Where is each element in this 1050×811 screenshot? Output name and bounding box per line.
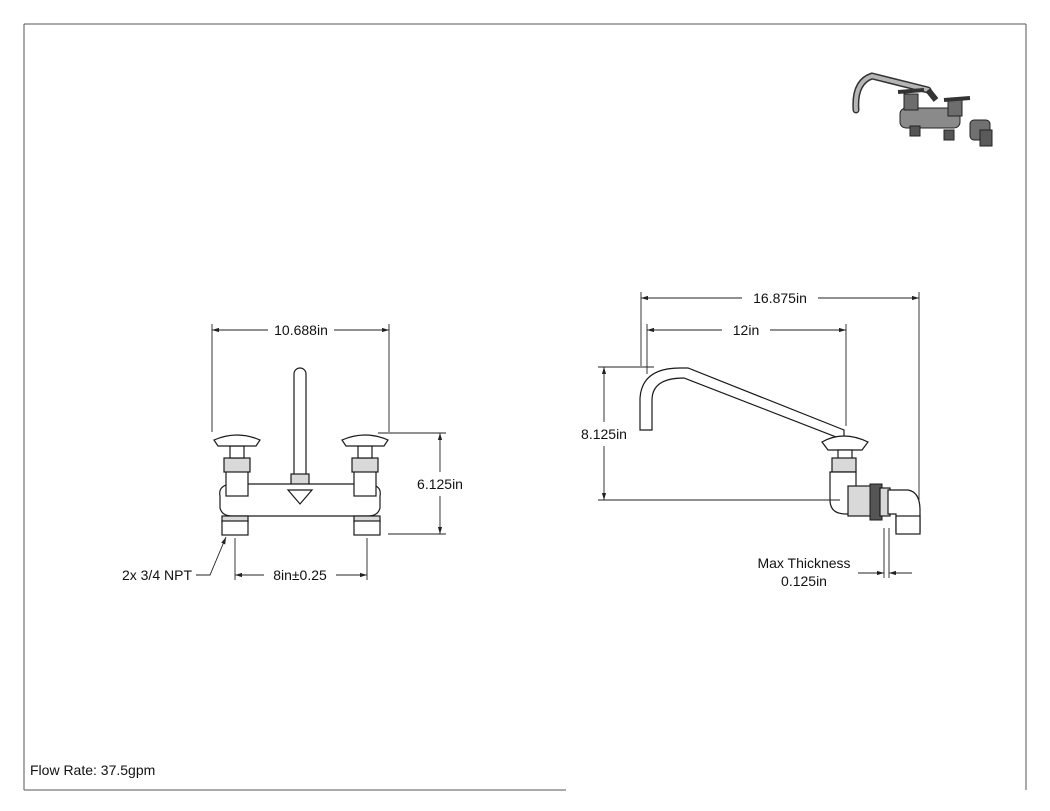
height-label: 6.125in (417, 476, 463, 492)
width-label: 10.688in (274, 322, 328, 338)
spout-label: 12in (733, 322, 759, 338)
dimension-height-side: 8.125in (581, 366, 840, 501)
center-label: 8in±0.25 (273, 567, 327, 583)
flow-rate-label: Flow Rate: 37.5gpm (30, 762, 155, 778)
inlet-label: 2x 3/4 NPT (122, 567, 192, 583)
overall-label: 16.875in (753, 290, 807, 306)
front-view-faucet (213, 367, 389, 536)
inlet-callout: 2x 3/4 NPT (122, 536, 227, 583)
dimension-center-front: 8in±0.25 (234, 538, 368, 583)
dimension-thickness-side: Max Thickness 0.125in (757, 528, 912, 589)
thickness-label-line2: 0.125in (781, 573, 827, 589)
side-view-faucet (639, 367, 921, 535)
dimension-overall-side: 16.875in (640, 290, 920, 500)
isometric-faucet-thumbnail (852, 72, 993, 147)
dimension-width-front: 10.688in (211, 322, 390, 432)
dimension-height-front: 6.125in (378, 432, 463, 535)
side-height-label: 8.125in (581, 426, 627, 442)
sheet-border (23, 23, 1027, 791)
thickness-label-line1: Max Thickness (757, 555, 850, 571)
dimension-spout-side: 12in (646, 322, 847, 426)
